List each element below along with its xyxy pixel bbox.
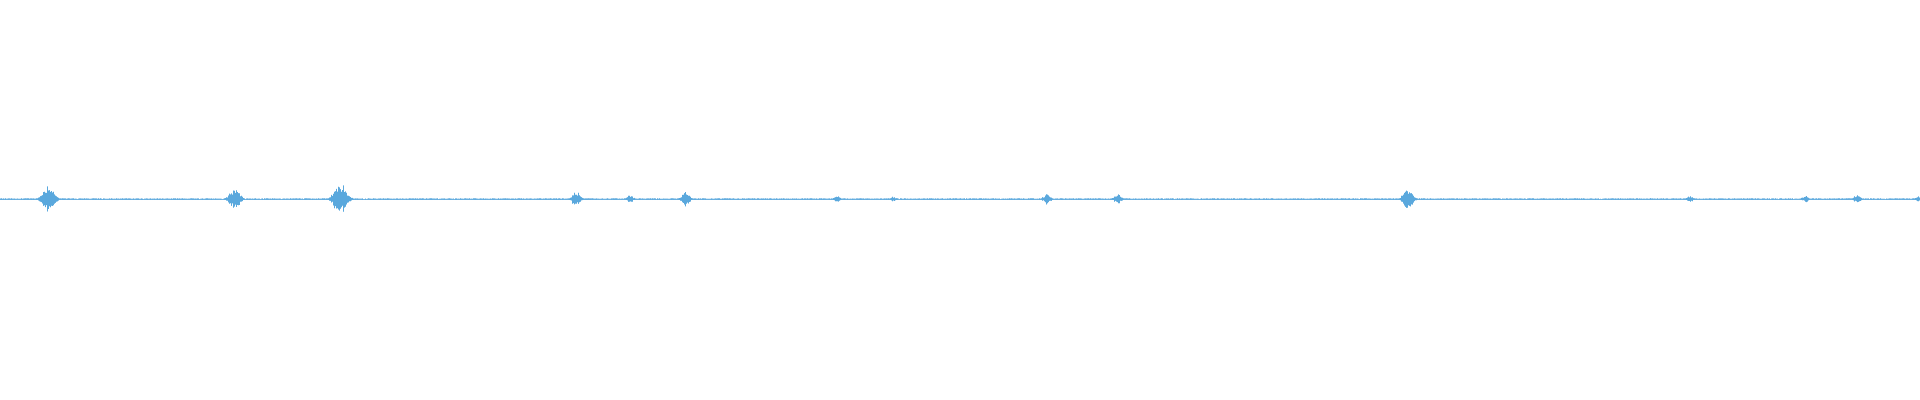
waveform-trace <box>0 185 1920 212</box>
